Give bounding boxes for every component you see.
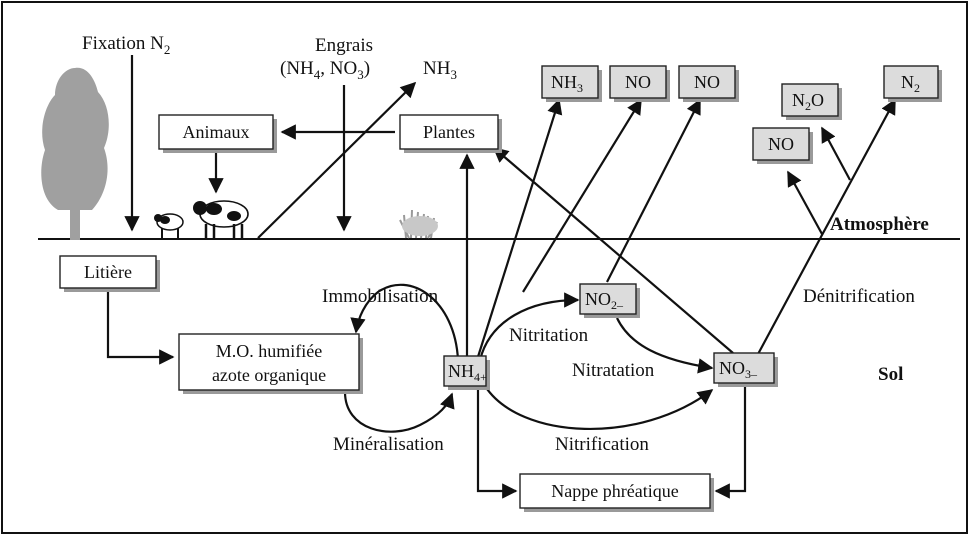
atmosphere-label: Atmosphère [830,214,929,235]
mo-label-line1: M.O. humifiée [216,341,322,361]
n2o-label: N2O [792,90,824,113]
n2-box: N2 [883,65,942,102]
denitrification-label: Dénitrification [803,286,915,307]
animaux-label: Animaux [183,122,250,142]
engrais-label: Engrais [315,35,373,56]
no2-to-no-arrow [606,98,701,283]
nh3-volatilization-label: NH3 [423,58,457,82]
nappe-label: Nappe phréatique [551,481,678,501]
nh4-box: NH4+ [443,355,490,390]
mo-box: M.O. humifiée azote organique [178,333,363,394]
nitrification-arrow [484,385,714,431]
no3-to-nappe-arrow [714,386,747,499]
litiere-label: Litière [84,262,132,282]
no-box-2-label: NO [694,72,720,92]
mo-label-line2: azote organique [212,365,326,385]
plantes-label: Plantes [423,122,475,142]
denitrification-to-n2o-arrow [821,126,851,181]
tree-icon [41,67,109,240]
mineralisation-label: Minéralisation [333,434,444,455]
nh3-box-label: NH3 [551,72,583,95]
no3-to-plantes-arrow [492,146,734,354]
nitratation-label: Nitratation [572,360,655,381]
nh3-volatilization-arrow [257,81,417,239]
plantes-box: Plantes [399,114,502,153]
litiere-to-mo-arrow [106,287,175,365]
sol-label: Sol [878,364,903,385]
nh4-to-nappe-arrow [476,386,518,499]
denitrification-to-no-arrow [787,170,823,235]
no-box-1-label: NO [625,72,651,92]
nitritation-to-no-arrow [522,98,642,293]
litiere-box: Litière [59,255,160,292]
no2-label: NO2– [585,289,624,312]
immobilisation-arrow [350,283,460,361]
nappe-box: Nappe phréatique [519,473,714,512]
no-box-1: NO [609,65,670,102]
engrais-formula-label: (NH4, NO3) [280,58,370,82]
no3-box: NO3– [713,352,778,387]
nitrification-label: Nitrification [555,434,649,455]
immobilisation-label: Immobilisation [322,286,439,307]
nh4-to-nh3-arrow [475,98,563,361]
cow-icon [193,200,249,239]
no-box-2: NO [678,65,739,102]
nitritation-arrow [478,292,580,361]
no-box-3: NO [752,127,813,164]
nitratation-arrow [616,317,714,374]
grass-icon [399,209,438,239]
no-box-3-label: NO [768,134,794,154]
mineralisation-arrow [343,391,455,433]
nh4-label: NH4+ [448,361,487,384]
denitrification-arrow [756,98,896,357]
animaux-box: Animaux [158,114,277,153]
no2-box: NO2– [579,283,640,318]
no3-label: NO3– [719,358,758,381]
calf-icon [154,213,184,238]
nitritation-label: Nitritation [509,325,589,346]
nh3-box: NH3 [541,65,602,102]
n2-label: N2 [901,72,920,95]
fixation-n2-label: Fixation N2 [82,33,170,57]
n2o-box: N2O [781,83,842,120]
